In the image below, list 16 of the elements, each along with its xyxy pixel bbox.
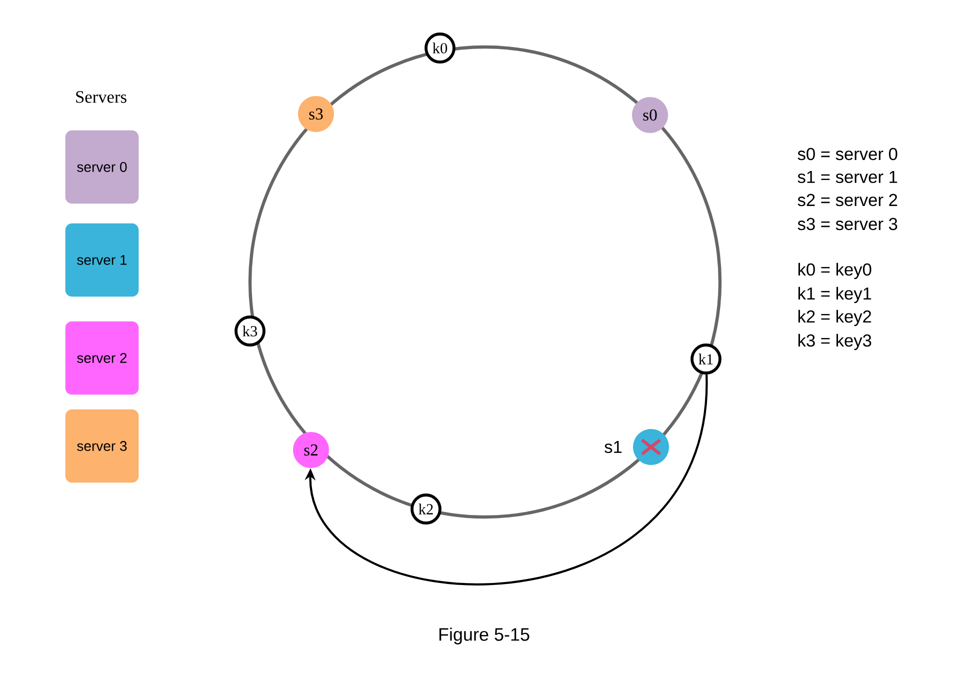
legend-text: k1 = key1 [798, 286, 872, 304]
server-box: server 3 [65, 409, 139, 483]
failed-server-circle [633, 429, 669, 465]
server-box: server 2 [65, 321, 139, 395]
caption: Figure 5-15 [439, 628, 530, 644]
legend-text: s0 = server 0 [798, 148, 898, 160]
legend-text: k2 = key2 [798, 310, 872, 326]
legend-text: k3 = key3 [798, 334, 872, 350]
server-box: server 1 [65, 223, 139, 297]
legend-text: s3 = server 3 [798, 218, 898, 230]
legend-text: s2 = server 2 [798, 194, 898, 206]
legend-heading: Servers [76, 91, 126, 103]
legend-text: s1 = server 1 [798, 170, 898, 184]
server-label: s1 [604, 440, 622, 454]
server-box: server 0 [65, 130, 139, 204]
legend-text: k0 = key0 [798, 262, 872, 280]
